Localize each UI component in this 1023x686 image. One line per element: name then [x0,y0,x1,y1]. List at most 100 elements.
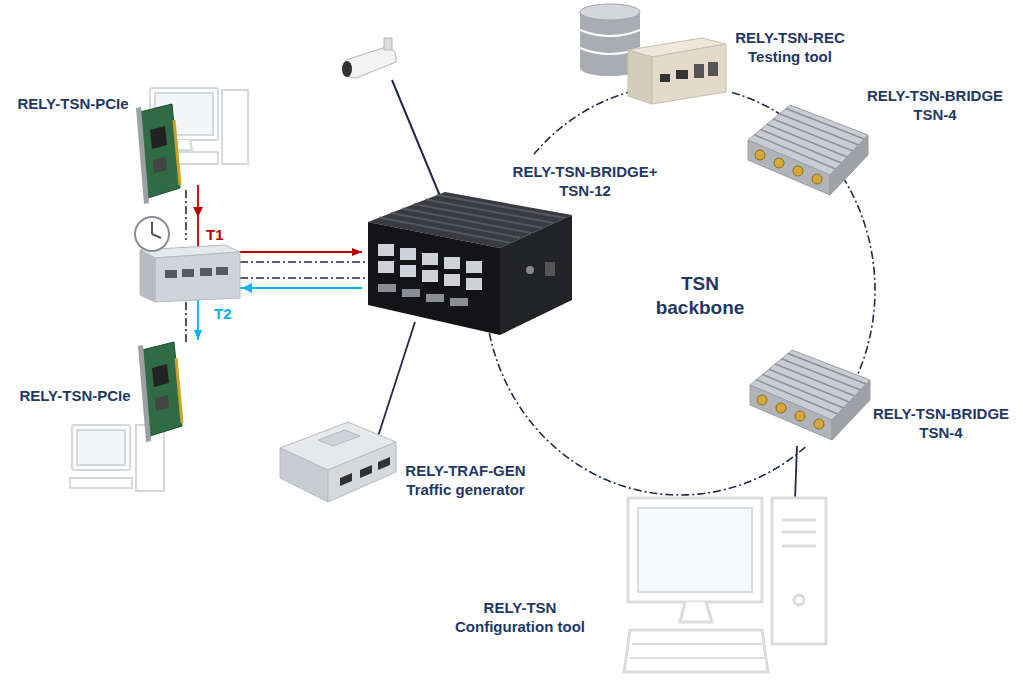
sync-link [240,277,366,279]
time-device [155,252,240,302]
bridge-plus-device [426,200,554,224]
connector-line [534,92,630,154]
device-node: RELY-TSN-BRIDGETSN-4 [800,86,1015,176]
device-name: RELY-TSN [484,598,557,617]
recorder-device [628,50,652,104]
bridge-plus-device [422,270,438,282]
label-group: RELY-TSN-BRIDGETSN-4 [860,86,1010,124]
configuration-pc [782,545,816,548]
device-subtitle: Configuration tool [455,617,585,636]
pc-icon [77,430,125,465]
database-icon [580,30,640,36]
configuration-pc [638,508,752,592]
pc-icon [70,478,132,488]
time-device [165,267,228,278]
device-name: RELY-TSN-BRIDGE [873,404,1009,423]
device-node: RELY-TSN-BRIDGE+TSN-12 [362,155,668,322]
traffic-generator-device [280,448,328,502]
connector [534,92,630,154]
bridge-plus-device [403,209,533,234]
configuration-pc [794,595,804,605]
label-group: RELY-TSN-BRIDGETSN-4 [866,404,1016,442]
device-subtitle: TSN-4 [919,423,962,442]
device-name: RELY-TSN-PCIe [19,386,130,405]
camera-icon [342,61,352,77]
device-node: RELY-TSN-PCIe [0,340,215,495]
traffic-generator-device [378,457,390,470]
bridge-plus-device [444,257,460,269]
traffic-generator-device [328,442,396,502]
configuration-pc [632,643,762,645]
arrow-head [242,283,252,293]
arrow-head [193,207,203,217]
device-subtitle: Testing tool [748,47,832,66]
time-device [140,250,155,302]
recorder-device [652,44,726,104]
arrow-head [352,248,362,256]
device-subtitle: Traffic generator [406,480,524,499]
tsn4-device [750,350,870,440]
device-node: RELY-TSN-RECTesting tool [575,3,870,92]
configuration-pc [782,531,816,534]
pc-icon [222,90,248,164]
connector-line [795,446,797,500]
device-name: RELY-TSN-BRIDGE [867,86,1003,105]
configuration-pc [680,602,712,622]
connector [843,177,875,374]
device-node: RELY-TSNConfiguration tool [440,500,830,678]
configuration-pc [624,498,826,672]
bridge-plus-device [368,192,572,335]
bridge-plus-device [466,261,482,273]
traffic-generator-device [318,430,360,446]
traffic-generator-device [280,422,396,502]
connector-line [198,185,362,252]
traffic-generator-device [340,473,352,486]
recorder-device [708,62,718,76]
connector-line [843,177,875,374]
pcie-card [138,342,182,442]
bridge-plus-device [400,248,416,260]
edge-label-anchor: T1 [205,226,225,244]
label-group: RELY-TRAF-GENTraffic generator [398,461,533,499]
configuration-pc [628,498,762,602]
camera-icon [344,47,396,78]
bridge-plus-device [378,261,394,273]
pc-icon [176,140,192,150]
bridge-plus-device [426,294,444,302]
pcie-card [136,104,180,204]
bridge-plus-device [368,222,500,335]
edge-label-anchor: T2 [213,305,233,323]
bridge-plus-device [402,289,420,297]
device-subtitle: TSN-12 [559,181,611,200]
label-group: RELY-TSN-PCIe [3,94,143,113]
configuration-pc [772,498,826,644]
bridge-plus-device [422,253,438,265]
bridge-plus-device [500,215,572,335]
recorder-device [628,38,726,104]
device-name: RELY-TSN-PCIe [17,94,128,113]
configuration-pc [782,519,816,522]
edge-label: T1 [205,226,225,244]
bridge-plus-device [414,204,543,228]
time-device [182,269,194,277]
bridge-plus-device [545,262,555,276]
bridge-plus-device [466,278,482,290]
device-name: RELY-TSN-BRIDGE+ [513,162,658,181]
camera-icon [342,38,396,78]
connector [795,446,797,500]
label-anchor: TSN backbone [650,272,750,320]
bridge-plus-device [526,266,534,274]
camera-link [392,80,440,196]
bridge-plus-device [378,244,482,290]
camera-icon [384,38,392,50]
configuration-pc [630,657,765,659]
pc-icon [72,425,130,470]
edge-label: T2 [213,305,233,323]
device-node: RELY-TSN-BRIDGETSN-4 [800,372,1019,446]
device-subtitle: TSN-4 [913,105,956,124]
recorder-device [694,64,704,78]
recorder-device [660,74,670,82]
sync-link [185,190,187,240]
backbone-label: TSN backbone [650,272,750,320]
